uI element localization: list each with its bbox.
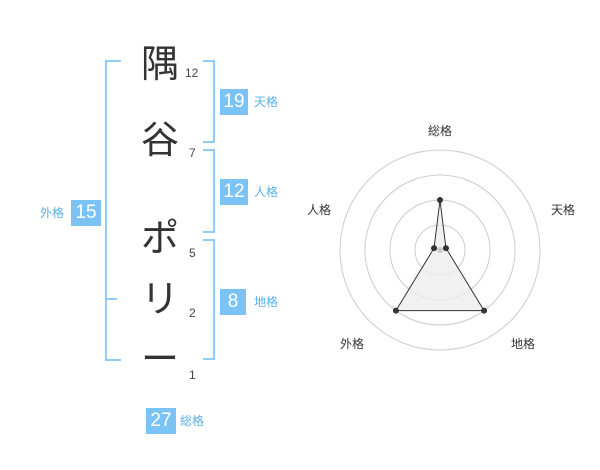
name-char-3: ポ: [140, 216, 179, 260]
chikaku-bracket: [203, 239, 215, 360]
gaikaku-value: 15: [71, 200, 101, 226]
radar-shape: [392, 197, 488, 314]
tenkaku-value: 19: [220, 89, 248, 115]
radar-rings: [339, 149, 541, 351]
gaikaku-label: 外格: [40, 206, 65, 220]
radar-ring: [364, 174, 516, 326]
chikaku-label: 地格: [254, 295, 279, 309]
radar-label-gaikaku: 外格: [340, 337, 365, 351]
radar-point-4: [392, 307, 399, 314]
jinkaku-label: 人格: [254, 185, 279, 199]
radar-point-1: [437, 197, 443, 203]
stroke-count-5: 1: [189, 368, 196, 382]
stroke-count-4: 2: [189, 306, 196, 320]
soukaku-value: 27: [146, 408, 176, 434]
name-char-5: ー: [140, 337, 179, 381]
jinkaku-value: 12: [220, 179, 248, 205]
radar-point-3: [481, 307, 488, 314]
name-char-4: リ: [140, 277, 179, 321]
radar-label-soukaku: 総格: [428, 124, 453, 138]
name-char-2: 谷: [140, 118, 179, 162]
gaikaku-bracket-tick: [107, 298, 117, 300]
radar-center-point: [437, 247, 443, 253]
jinkaku-bracket: [203, 149, 215, 233]
stroke-count-3: 5: [189, 246, 196, 260]
soukaku-label: 総格: [180, 414, 205, 428]
radar-polygon: [395, 199, 485, 312]
chikaku-value: 8: [220, 289, 246, 315]
radar-point-5: [431, 245, 438, 252]
stroke-count-2: 7: [189, 146, 196, 160]
name-char-1: 隅: [140, 42, 179, 86]
radar-label-jinkaku: 人格: [307, 203, 332, 217]
tenkaku-label: 天格: [254, 95, 279, 109]
stroke-count-1: 12: [185, 66, 199, 80]
radar-ring: [339, 149, 541, 351]
radar-label-tenkaku: 天格: [551, 203, 576, 217]
tenkaku-bracket: [203, 60, 215, 143]
radar-label-chikaku: 地格: [511, 337, 536, 351]
radar-point-2: [442, 245, 449, 252]
gaikaku-bracket: [105, 60, 121, 361]
